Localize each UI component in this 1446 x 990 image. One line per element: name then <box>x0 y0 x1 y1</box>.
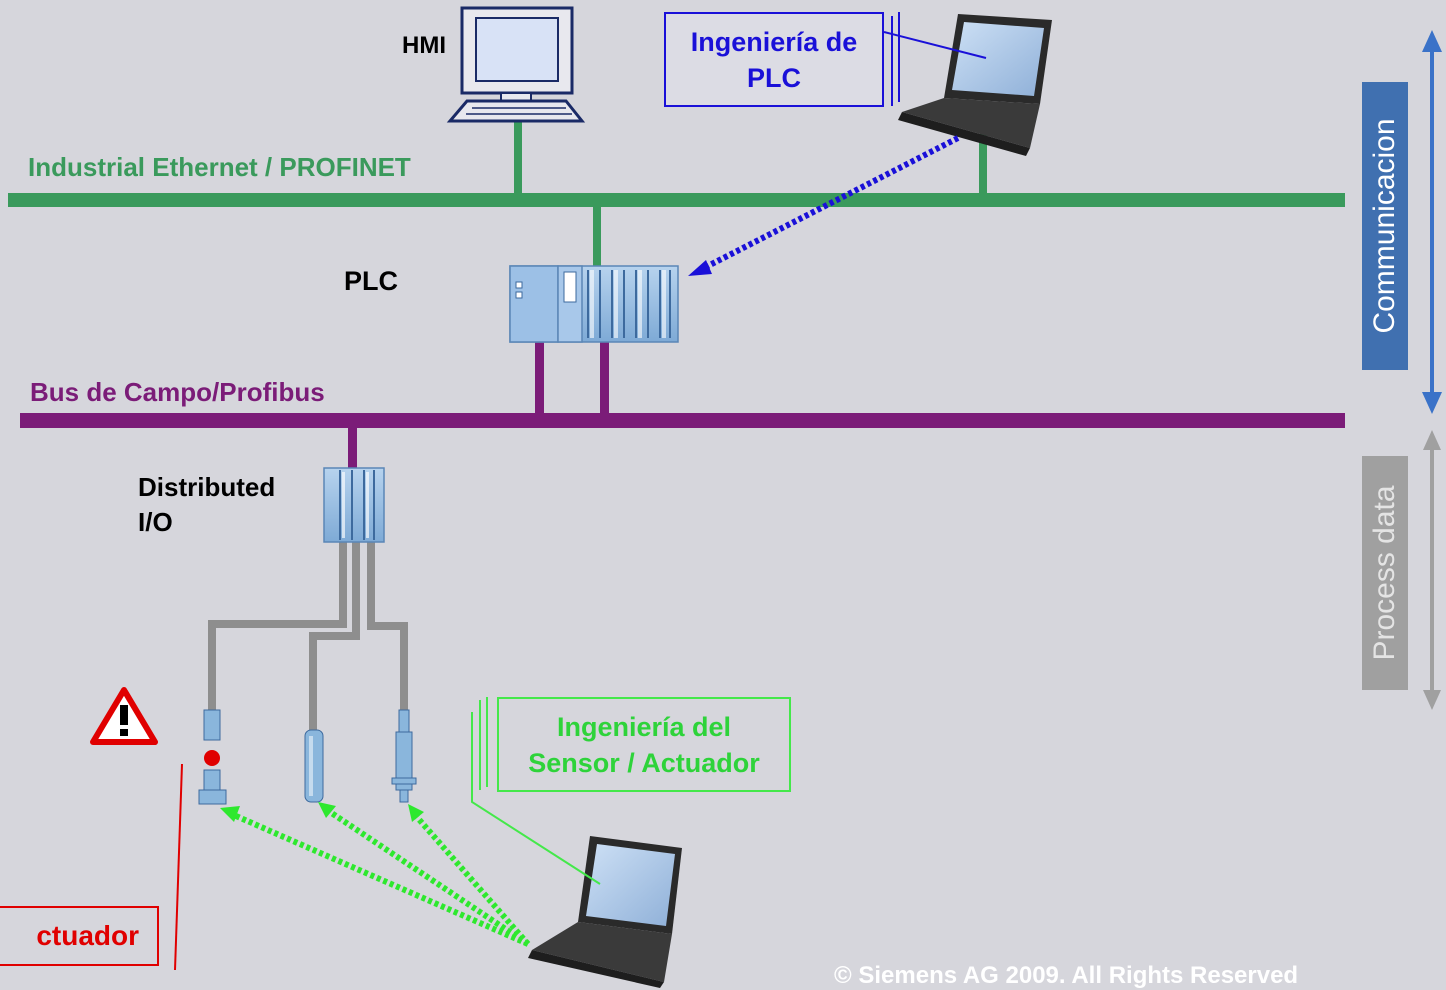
plc-label: PLC <box>344 266 398 296</box>
plc-engineering-callout: Ingeniería de PLC <box>664 12 884 107</box>
plc-fieldbus-drop-2 <box>600 340 609 415</box>
distributed-io-label: Distributed I/O <box>138 470 275 540</box>
sensor-1-device-icon <box>304 729 324 803</box>
plc-fieldbus-drop-1 <box>535 340 544 415</box>
plc-engineering-line2: PLC <box>747 62 801 93</box>
plc-callout-pointer <box>883 31 987 59</box>
copyright-footer: © Siemens AG 2009. All Rights Reserved <box>834 962 1299 989</box>
sensor-1-cable <box>309 542 360 732</box>
arrow-sensor-2 <box>408 804 424 822</box>
actuator-callout: ctuador <box>0 906 159 966</box>
sensor-callout-pointer <box>471 712 601 885</box>
process-data-bar: Process data <box>1362 456 1408 690</box>
plc-rack-icon <box>509 265 679 343</box>
plc-engineering-line1: Ingeniería de <box>690 26 858 57</box>
process-data-arrow <box>1423 430 1441 710</box>
distributed-io-label-line1: Distributed <box>138 472 276 502</box>
ethernet-network <box>8 122 1345 267</box>
warning-icon <box>90 687 158 745</box>
distributed-io-label-line2: I/O <box>138 507 173 537</box>
hmi-label: HMI <box>402 32 446 59</box>
sensor-engineering-line1: Ingeniería del <box>556 711 732 742</box>
process-data-bar-label: Process data <box>1368 485 1401 661</box>
link-to-sensor-1 <box>328 809 530 947</box>
sensor-2-cable <box>367 542 408 712</box>
distributed-io-icon <box>323 467 385 543</box>
io-fieldbus-drop <box>348 426 357 470</box>
fieldbus-network <box>20 340 1345 470</box>
actuator-device-icon <box>198 709 227 805</box>
communication-bar: Communicacion <box>1362 82 1408 370</box>
arrow-sensor-1 <box>318 802 336 818</box>
sensor-engineering-links <box>234 809 531 947</box>
fieldbus-label: Bus de Campo/Profibus <box>30 377 325 407</box>
sensor-engineering-line2: Sensor / Actuador <box>528 747 760 778</box>
actuator-fault-indicator <box>204 750 220 766</box>
plc-engineering-laptop-icon <box>898 14 1052 156</box>
communication-arrow <box>1422 30 1442 414</box>
arrow-actuator <box>220 806 240 822</box>
plc-engineering-link <box>688 135 960 276</box>
sensor-engineering-callout: Ingeniería del Sensor / Actuador <box>497 697 791 792</box>
hmi-monitor-icon <box>446 6 586 123</box>
link-to-sensor-2 <box>413 814 531 946</box>
ethernet-bus-line <box>8 193 1345 207</box>
link-to-actuator <box>234 813 530 947</box>
actuator-callout-text: ctuador <box>36 920 139 951</box>
industrial-ethernet-label: Industrial Ethernet / PROFINET <box>28 152 411 182</box>
fieldbus-line <box>20 413 1345 428</box>
sensor-2-device-icon <box>391 709 417 803</box>
sensor-cables <box>208 542 408 732</box>
communication-bar-label: Communicacion <box>1368 118 1401 334</box>
hmi-ethernet-drop <box>514 122 522 196</box>
actuator-callout-line <box>174 763 183 971</box>
plc-ethernet-drop <box>593 205 601 267</box>
laptop-ethernet-drop <box>979 134 987 196</box>
sensor-engineering-laptop-icon <box>528 836 682 988</box>
actuator-cable <box>208 542 347 712</box>
